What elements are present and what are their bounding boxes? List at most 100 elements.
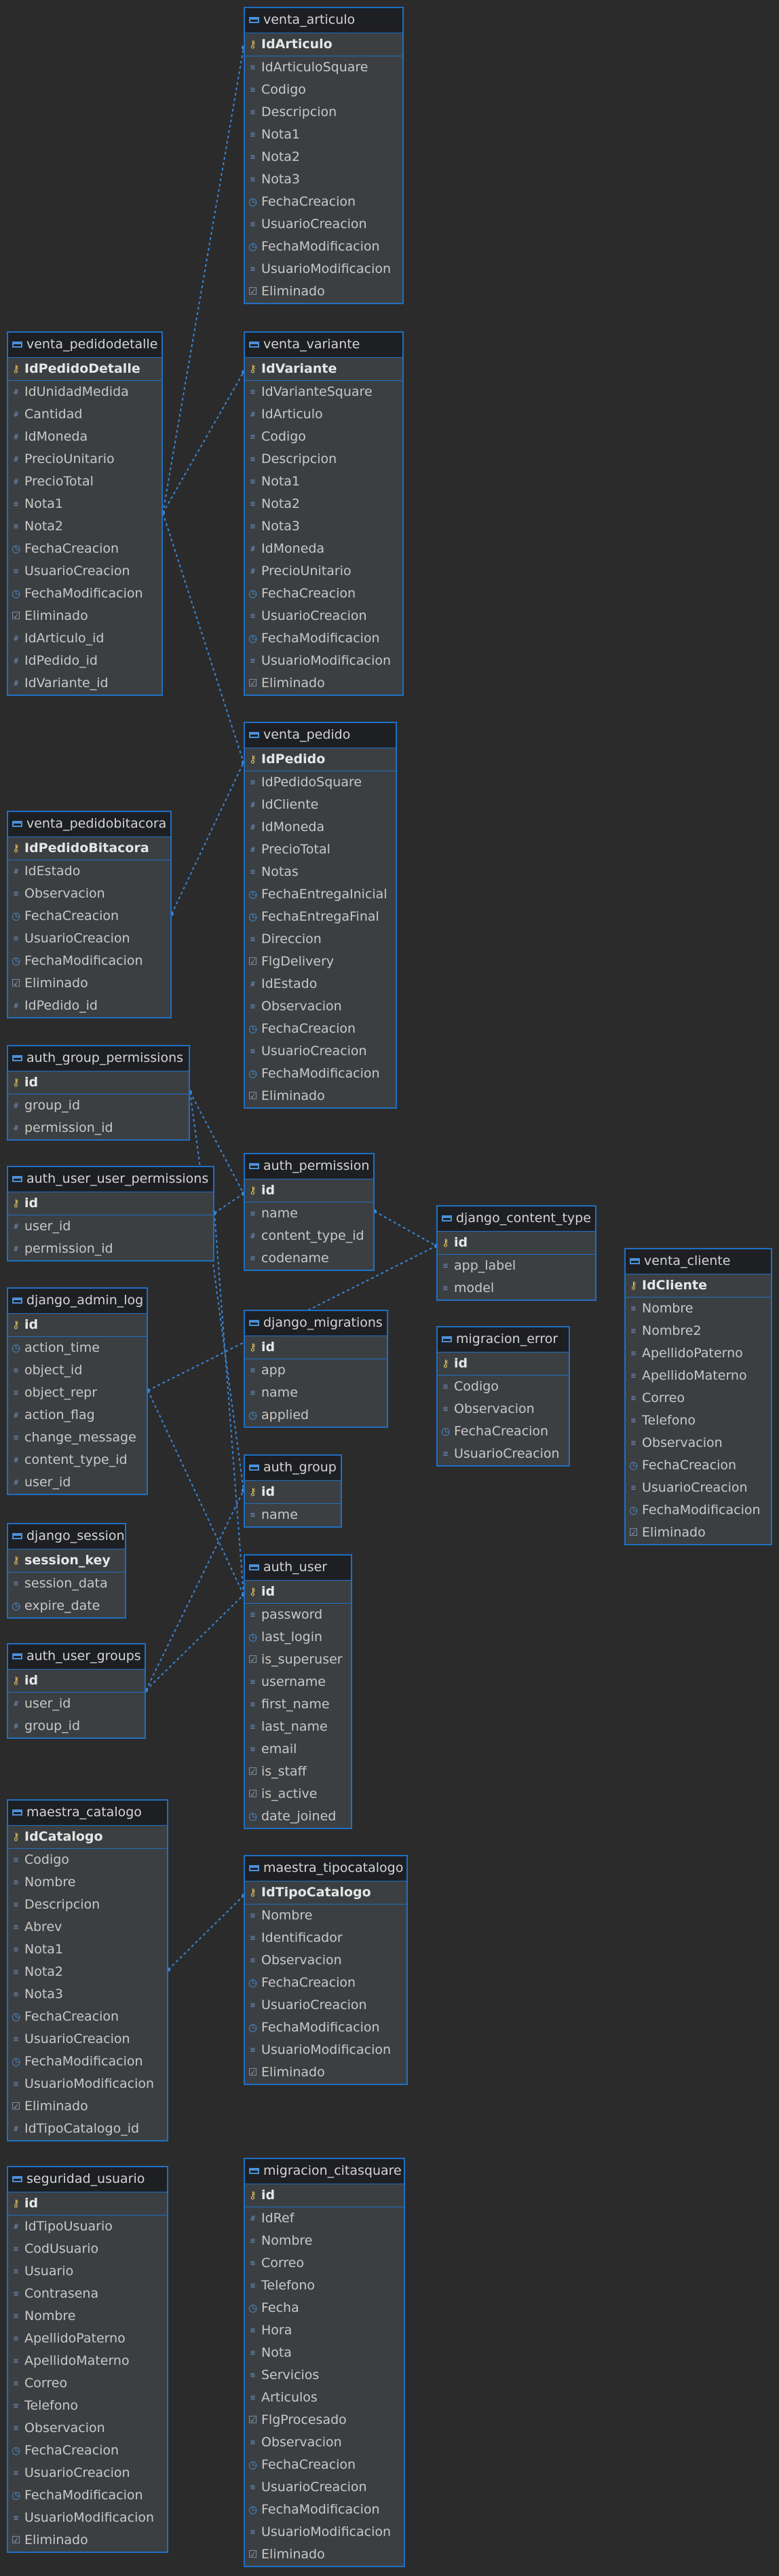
table-field[interactable]: ☑Eliminado: [245, 1085, 396, 1107]
table-field[interactable]: ≡Codigo: [245, 79, 402, 101]
table-field[interactable]: ≡UsuarioCreacion: [245, 2476, 404, 2499]
table-field[interactable]: #IdVariante_id: [8, 672, 162, 695]
table-field[interactable]: ≡object_repr: [8, 1382, 147, 1404]
table-field[interactable]: #IdUnidadMedida: [8, 381, 162, 403]
table-header[interactable]: venta_articulo: [245, 8, 402, 33]
primary-key-field[interactable]: ⚷IdArticulo: [245, 33, 402, 56]
table-header[interactable]: django_content_type: [438, 1207, 595, 1232]
table-maestra-tipocatalogo[interactable]: maestra_tipocatalogo⚷IdTipoCatalogo≡Nomb…: [244, 1855, 408, 2085]
table-field[interactable]: ≡Descripcion: [245, 448, 402, 471]
table-field[interactable]: ≡Observacion: [626, 1432, 771, 1454]
table-field[interactable]: #PrecioTotal: [245, 839, 396, 861]
table-field[interactable]: ≡Nombre2: [626, 1320, 771, 1342]
table-field[interactable]: ◷FechaCreacion: [245, 191, 402, 213]
table-field[interactable]: ≡Nota: [245, 2342, 404, 2364]
table-field[interactable]: ≡Nota2: [8, 1961, 167, 1983]
table-field[interactable]: #IdArticulo_id: [8, 627, 162, 650]
table-field[interactable]: ≡UsuarioModificacion: [8, 2507, 167, 2529]
table-field[interactable]: ≡UsuarioCreacion: [245, 605, 402, 627]
table-migracion-citasquare[interactable]: migracion_citasquare⚷id#IdRef≡Nombre≡Cor…: [244, 2158, 405, 2567]
table-field[interactable]: ◷Fecha: [245, 2297, 404, 2319]
table-auth-user[interactable]: auth_user⚷id≡password◷last_login☑is_supe…: [244, 1554, 352, 1829]
table-header[interactable]: venta_pedidobitacora: [8, 812, 170, 837]
table-field[interactable]: #IdTipoUsuario: [8, 2215, 167, 2238]
table-field[interactable]: ☑Eliminado: [8, 2529, 167, 2552]
table-field[interactable]: ≡IdVarianteSquare: [245, 381, 402, 403]
table-field[interactable]: ◷FechaModificacion: [8, 2050, 167, 2073]
primary-key-field[interactable]: ⚷IdCatalogo: [8, 1826, 167, 1849]
table-field[interactable]: ≡UsuarioCreacion: [245, 213, 402, 236]
table-field[interactable]: ☑Eliminado: [245, 2543, 404, 2566]
table-field[interactable]: ☑Eliminado: [626, 1522, 771, 1544]
table-field[interactable]: #user_id: [8, 1215, 213, 1238]
table-field[interactable]: ◷FechaModificacion: [245, 2499, 404, 2521]
table-venta-articulo[interactable]: venta_articulo⚷IdArticulo≡IdArticuloSqua…: [244, 7, 404, 304]
table-field[interactable]: #PrecioUnitario: [8, 448, 162, 471]
table-field[interactable]: #IdRef: [245, 2207, 404, 2230]
table-field[interactable]: ≡Nota1: [8, 1938, 167, 1961]
table-field[interactable]: ≡name: [245, 1504, 341, 1526]
table-header[interactable]: seguridad_usuario: [8, 2167, 167, 2192]
table-field[interactable]: ≡Codigo: [245, 426, 402, 448]
table-header[interactable]: venta_pedido: [245, 723, 396, 748]
table-field[interactable]: ≡codename: [245, 1247, 373, 1270]
table-field[interactable]: ≡Observacion: [8, 2417, 167, 2440]
table-field[interactable]: ◷FechaEntregaFinal: [245, 906, 396, 928]
table-field[interactable]: ≡last_name: [245, 1716, 351, 1738]
table-field[interactable]: ≡session_data: [8, 1572, 125, 1595]
table-field[interactable]: ≡UsuarioCreacion: [245, 1994, 406, 2017]
primary-key-field[interactable]: ⚷id: [8, 1670, 145, 1693]
table-field[interactable]: ☑FlgDelivery: [245, 951, 396, 973]
table-field[interactable]: ≡Correo: [626, 1387, 771, 1410]
table-field[interactable]: ◷FechaModificacion: [245, 236, 402, 258]
table-field[interactable]: ≡Correo: [8, 2372, 167, 2395]
table-header[interactable]: auth_group: [245, 1456, 341, 1481]
table-field[interactable]: ≡password: [245, 1604, 351, 1626]
table-field[interactable]: ≡email: [245, 1738, 351, 1761]
table-header[interactable]: auth_user_user_permissions: [8, 1167, 213, 1192]
table-field[interactable]: ≡Codigo: [8, 1849, 167, 1871]
table-field[interactable]: ≡Correo: [245, 2252, 404, 2275]
table-field[interactable]: ◷FechaModificacion: [8, 950, 170, 972]
table-field[interactable]: ≡UsuarioModificacion: [245, 2039, 406, 2061]
primary-key-field[interactable]: ⚷IdPedidoBitacora: [8, 837, 170, 860]
table-field[interactable]: ☑FlgProcesado: [245, 2409, 404, 2431]
table-venta-cliente[interactable]: venta_cliente⚷IdCliente≡Nombre≡Nombre2≡A…: [624, 1248, 772, 1545]
table-header[interactable]: migracion_citasquare: [245, 2159, 404, 2184]
primary-key-field[interactable]: ⚷id: [438, 1232, 595, 1255]
table-field[interactable]: #IdEstado: [8, 860, 170, 883]
table-field[interactable]: #IdArticulo: [245, 403, 402, 426]
table-field[interactable]: ≡object_id: [8, 1359, 147, 1382]
table-venta-pedidobitacora[interactable]: venta_pedidobitacora⚷IdPedidoBitacora#Id…: [7, 811, 172, 1018]
table-header[interactable]: auth_group_permissions: [8, 1046, 189, 1071]
table-field[interactable]: #PrecioUnitario: [245, 560, 402, 583]
table-field[interactable]: #IdTipoCatalogo_id: [8, 2118, 167, 2140]
table-field[interactable]: ☑is_superuser: [245, 1649, 351, 1671]
table-header[interactable]: django_session: [8, 1524, 125, 1549]
table-venta-pedidodetalle[interactable]: venta_pedidodetalle⚷IdPedidoDetalle#IdUn…: [7, 331, 163, 696]
primary-key-field[interactable]: ⚷session_key: [8, 1549, 125, 1572]
table-header[interactable]: auth_permission: [245, 1154, 373, 1179]
table-field[interactable]: ◷FechaModificacion: [626, 1499, 771, 1522]
table-field[interactable]: ≡Observacion: [8, 883, 170, 905]
table-auth-group[interactable]: auth_group⚷id≡name: [244, 1454, 342, 1528]
table-field[interactable]: #PrecioTotal: [8, 471, 162, 493]
table-field[interactable]: ≡Nota2: [245, 493, 402, 515]
table-field[interactable]: #content_type_id: [8, 1449, 147, 1471]
table-field[interactable]: ≡username: [245, 1671, 351, 1693]
table-field[interactable]: ☑Eliminado: [245, 280, 402, 303]
primary-key-field[interactable]: ⚷IdPedido: [245, 748, 396, 771]
table-auth-group-permissions[interactable]: auth_group_permissions⚷id#group_id#permi…: [7, 1045, 190, 1141]
table-header[interactable]: auth_user_groups: [8, 1644, 145, 1670]
table-field[interactable]: ≡name: [245, 1202, 373, 1225]
table-field[interactable]: ≡Hora: [245, 2319, 404, 2342]
table-field[interactable]: ≡Codigo: [438, 1376, 569, 1398]
table-django-migrations[interactable]: django_migrations⚷id≡app≡name◷applied: [244, 1310, 388, 1428]
table-field[interactable]: ≡Nota3: [245, 515, 402, 538]
table-field[interactable]: ☑Eliminado: [245, 2061, 406, 2084]
table-auth-user-groups[interactable]: auth_user_groups⚷id#user_id#group_id: [7, 1643, 146, 1739]
table-field[interactable]: #user_id: [8, 1471, 147, 1494]
primary-key-field[interactable]: ⚷id: [245, 1336, 387, 1359]
table-field[interactable]: ◷FechaCreacion: [245, 1972, 406, 1994]
table-field[interactable]: ≡Telefono: [626, 1410, 771, 1432]
